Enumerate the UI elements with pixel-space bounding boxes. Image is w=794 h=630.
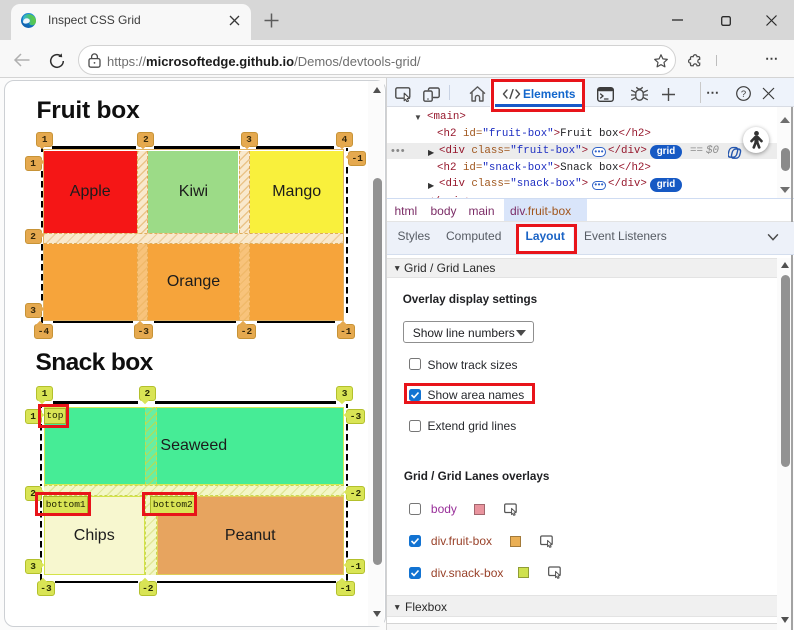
svg-text:?: ? (740, 89, 745, 100)
